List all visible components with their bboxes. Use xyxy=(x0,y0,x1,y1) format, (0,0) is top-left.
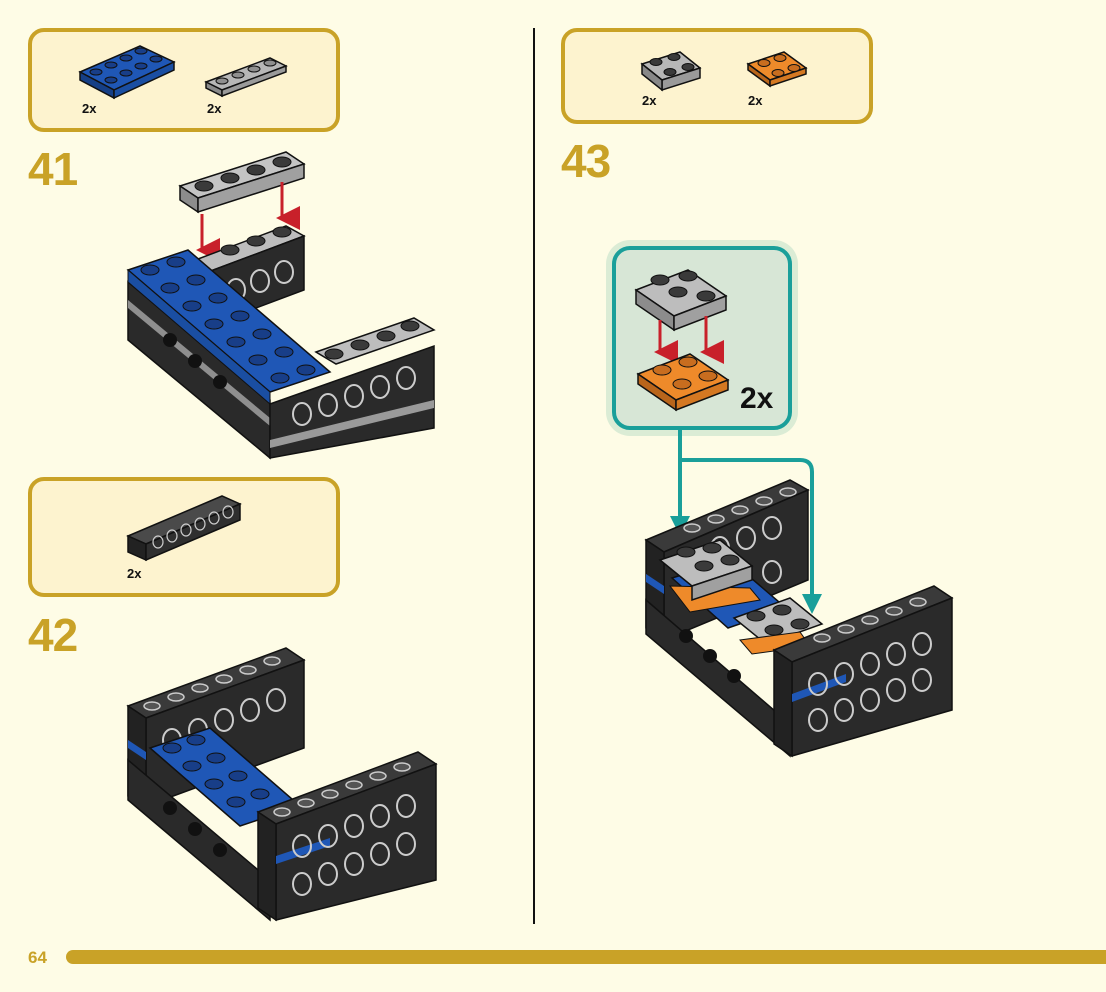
part-qty-gray-plate: 2x xyxy=(207,101,222,116)
black-technic-brick-part-icon xyxy=(126,495,242,562)
step-43-model xyxy=(644,479,954,758)
blue-plate-part-icon xyxy=(78,45,176,100)
part-qty-orange-plate: 2x xyxy=(748,93,763,108)
subassembly-qty: 2x xyxy=(740,382,774,415)
footer-bar xyxy=(66,950,1106,964)
orange-plate-part-icon xyxy=(746,51,808,88)
part-qty-blue-plate: 2x xyxy=(82,101,97,116)
gray-plate-part-icon xyxy=(204,57,288,98)
gray-bracket-part-icon xyxy=(640,51,702,92)
page-number: 64 xyxy=(28,948,47,967)
page-divider xyxy=(533,28,535,924)
step-42-model xyxy=(126,647,438,922)
step-number-43: 43 xyxy=(561,135,611,187)
part-qty-gray-bracket: 2x xyxy=(642,93,657,108)
part-qty-black-brick: 2x xyxy=(127,566,142,581)
callout-placement-arrows xyxy=(678,430,814,596)
step-number-42: 42 xyxy=(28,609,78,661)
callout-subassembly-illustration xyxy=(634,269,730,412)
step-41-model xyxy=(126,151,436,460)
parts-box-step-43 xyxy=(561,28,873,124)
step-number-41: 41 xyxy=(28,143,78,195)
